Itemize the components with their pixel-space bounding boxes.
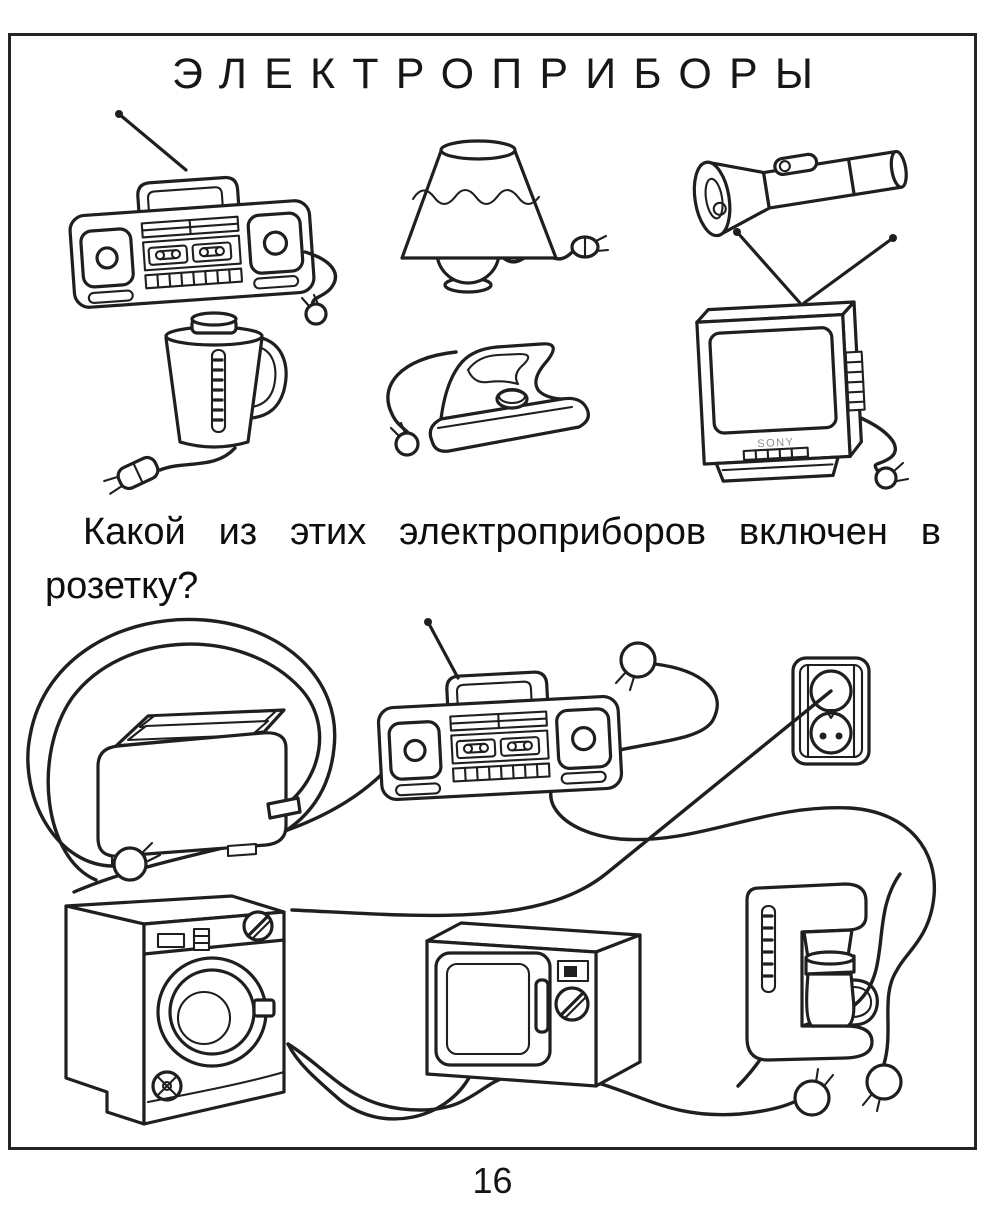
flashlight-head: [692, 160, 732, 238]
lamp-shade: [400, 149, 558, 260]
page-number: 16: [472, 1160, 513, 1201]
plug: [793, 1067, 835, 1117]
washer-dial: [151, 1070, 183, 1102]
socket-bottom: [809, 711, 853, 755]
power-cord: [852, 413, 897, 472]
door-window: [445, 962, 531, 1056]
tv-base: [714, 455, 840, 483]
door-latch: [252, 998, 276, 1018]
question-line-1: Какой из этих электроприборов включен в: [83, 511, 941, 553]
plug: [861, 1063, 903, 1113]
plug: [300, 293, 328, 326]
gauge-ticks: [212, 358, 224, 422]
washer-base-line: [146, 1070, 286, 1104]
coffee-maker-illustration: [745, 882, 879, 1062]
boombox-illustration: [374, 618, 624, 802]
plug: [389, 421, 420, 457]
iron-illustration: [386, 342, 590, 457]
washer-knob: [242, 910, 274, 942]
door-handle: [534, 978, 550, 1034]
plug: [874, 461, 910, 490]
iron-soleplate: [428, 396, 590, 453]
microwave-knob: [554, 986, 590, 1022]
toaster-illustration: [96, 708, 302, 882]
power-cord: [303, 250, 338, 308]
question-text: Какой из этих электроприборов включен в …: [45, 506, 941, 614]
flashlight-illustration: [692, 149, 908, 238]
antenna: [426, 620, 460, 680]
gauge-ticks: [762, 914, 774, 978]
tv-button-strip: [742, 446, 810, 462]
panel-divider: [142, 938, 286, 956]
page-border: [8, 33, 977, 1150]
power-cord: [158, 446, 237, 472]
kettle-handle: [248, 334, 288, 420]
plugged-in-cord: [290, 689, 833, 918]
plug: [570, 234, 610, 259]
kettle-illustration: [103, 311, 288, 495]
table-lamp-illustration: [400, 139, 610, 294]
page-title: ЭЛЕКТРОПРИБОРЫ: [172, 50, 831, 98]
plug: [614, 641, 657, 692]
microwave-door: [434, 951, 552, 1067]
iron-handle: [466, 352, 530, 386]
washer-buttons: [192, 927, 211, 952]
washer-door: [156, 956, 276, 1068]
tv-screen: [708, 326, 838, 435]
plug: [103, 455, 160, 495]
question-line-2: розетку?: [45, 564, 199, 607]
toaster-body: [96, 731, 288, 858]
carafe-handle: [851, 978, 879, 1027]
water-gauge: [210, 348, 227, 434]
shade-wave: [411, 188, 541, 206]
antenna: [117, 112, 188, 172]
carafe: [804, 950, 879, 1028]
tv-antenna-right: [802, 236, 895, 305]
flashlight-switch: [773, 152, 819, 177]
microwave-front: [425, 939, 598, 1088]
washing-machine-illustration: [64, 894, 286, 1126]
toaster-foot: [226, 842, 258, 858]
boombox-illustration: [65, 110, 338, 326]
washer-side: [64, 904, 146, 1126]
plug: [112, 841, 162, 882]
microwave-illustration: [425, 921, 642, 1088]
washer-display: [156, 932, 186, 949]
microwave-side: [594, 933, 642, 1088]
tv-brand-label: SONY: [757, 436, 795, 450]
toaster-lever: [266, 796, 302, 820]
tv-illustration: SONY: [695, 228, 910, 490]
water-gauge: [760, 904, 777, 994]
tv-antenna-left: [735, 230, 802, 305]
